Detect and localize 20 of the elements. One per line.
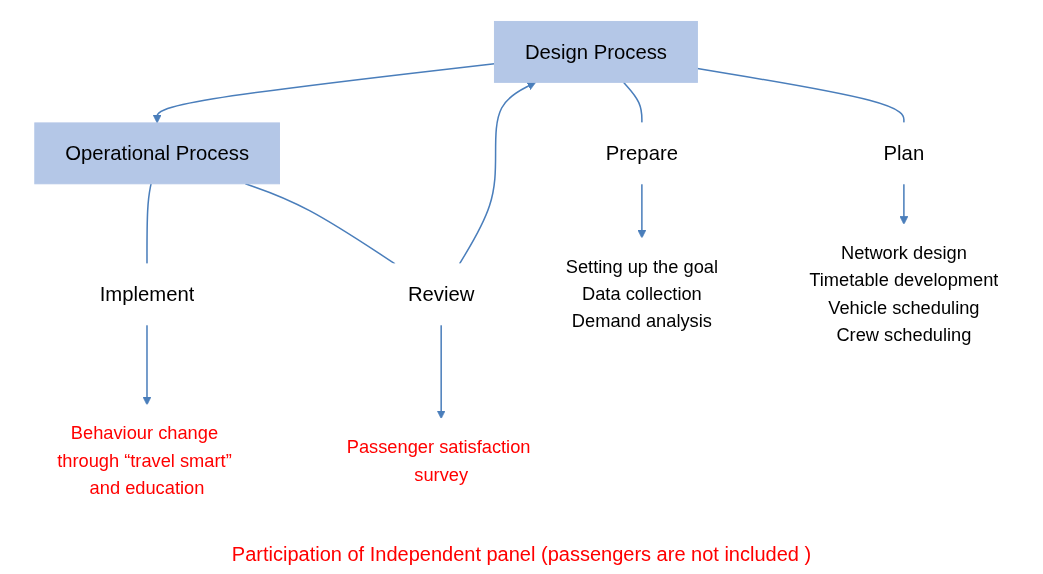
arrow xyxy=(898,183,908,225)
arrow xyxy=(636,183,646,239)
node-text: Setting up the goal Data collection Demand analysis xyxy=(565,256,718,332)
node-text: Behaviour change through “travel smart” and education xyxy=(56,423,232,499)
node-text: Implement xyxy=(99,283,194,306)
node-text: Network design Timetable development Vehicle scheduling Crew scheduling xyxy=(808,242,998,346)
connector xyxy=(696,67,905,124)
node-text: Review xyxy=(407,283,474,306)
node-box: Operational Process xyxy=(33,122,280,185)
arrow xyxy=(142,324,151,406)
node-box: Design Process xyxy=(493,20,698,83)
arrow xyxy=(458,81,536,265)
node-text: Passenger satisfaction survey xyxy=(346,436,530,485)
connector xyxy=(622,81,643,124)
connector xyxy=(244,183,396,265)
arrow xyxy=(436,324,446,420)
node-text: Plan xyxy=(883,142,924,165)
note-text: Participation of Independent panel (passengers are not included ) xyxy=(231,543,812,566)
connector xyxy=(145,183,152,265)
node-text: Prepare xyxy=(605,142,678,165)
